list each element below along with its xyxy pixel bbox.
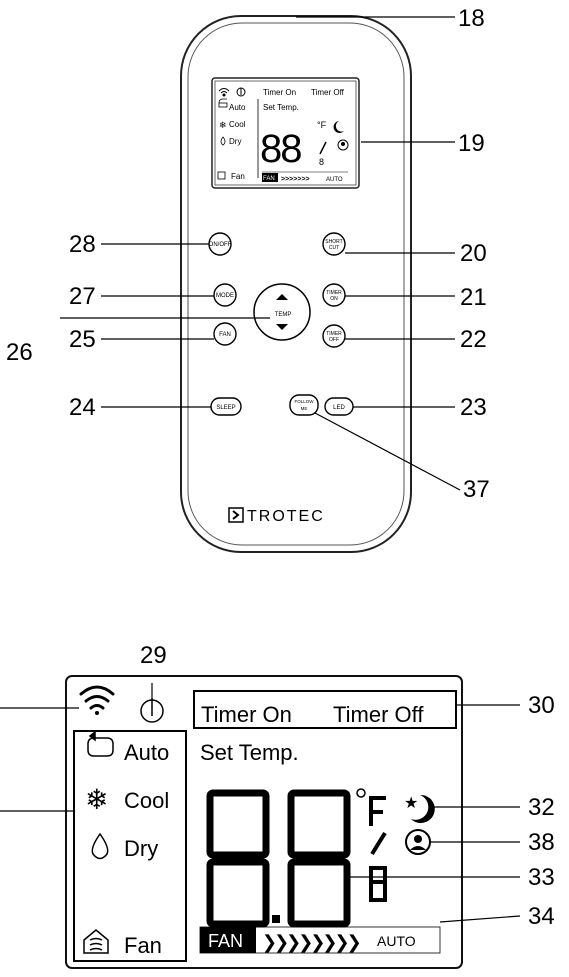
short-cut-button-label-2: CUT bbox=[329, 245, 339, 251]
display-enlarged: Timer On Timer Off Auto ❄ Cool Dry Fan S… bbox=[65, 675, 463, 969]
callout-21: 21 bbox=[460, 284, 487, 311]
fan-button[interactable]: FAN bbox=[213, 322, 237, 346]
display-mode-auto: Auto bbox=[124, 740, 169, 765]
timer-off-button-label-2: OFF bbox=[329, 337, 339, 343]
timer-on-button-label-2: ON bbox=[330, 296, 338, 302]
short-cut-button-label-1: SHORT bbox=[325, 239, 342, 245]
callout-30: 30 bbox=[528, 692, 555, 719]
callout-27: 27 bbox=[69, 283, 96, 310]
follow-me-button[interactable]: FOLLOW ME bbox=[289, 394, 319, 416]
callout-29: 29 bbox=[140, 642, 167, 669]
timer-off-button-label-1: TIMER bbox=[326, 331, 342, 337]
remote-callouts bbox=[60, 16, 461, 491]
lcd-unit-c: 8 bbox=[319, 157, 324, 167]
sleep-button-label: SLEEP bbox=[216, 405, 235, 411]
callout-24: 24 bbox=[69, 394, 96, 421]
display-fan-label: FAN bbox=[208, 931, 243, 951]
display-mode-cool: Cool bbox=[124, 788, 169, 813]
callout-33: 33 bbox=[528, 864, 555, 891]
snowflake-icon: ❄ bbox=[85, 784, 108, 815]
display-set-temp: Set Temp. bbox=[200, 740, 299, 765]
unit-f-segment bbox=[369, 796, 386, 826]
display-callouts bbox=[0, 683, 521, 923]
callout-22: 22 bbox=[460, 326, 487, 353]
callout-37: 37 bbox=[463, 476, 490, 503]
lcd-mode-auto: Auto bbox=[229, 103, 246, 112]
callout-32: 32 bbox=[528, 794, 555, 821]
callout-23: 23 bbox=[460, 394, 487, 421]
temp-rocker-button[interactable]: TEMP bbox=[253, 283, 311, 341]
brand-text: TROTEC bbox=[247, 508, 325, 525]
callout-28: 28 bbox=[69, 231, 96, 258]
timer-on-button[interactable]: TIMER ON bbox=[322, 283, 346, 307]
display-callout-labels: 29 30 32 38 33 34 bbox=[140, 642, 555, 930]
callout-20: 20 bbox=[460, 240, 487, 267]
drop-icon bbox=[91, 832, 109, 860]
lcd-mode-icons: ❄ bbox=[217, 98, 228, 180]
lcd-set-temp: Set Temp. bbox=[263, 103, 299, 112]
svg-text:★: ★ bbox=[404, 795, 418, 812]
follow-me-button-label-1: FOLLOW bbox=[294, 399, 314, 404]
lcd-fan-auto: AUTO bbox=[326, 177, 343, 183]
lcd-mode-cool: Cool bbox=[229, 120, 246, 129]
unit-slash bbox=[370, 831, 387, 856]
short-cut-button[interactable]: SHORT CUT bbox=[322, 232, 346, 256]
follow-me-icon bbox=[405, 829, 431, 855]
svg-text:❄: ❄ bbox=[219, 120, 227, 130]
display-mode-dry: Dry bbox=[124, 836, 158, 861]
mode-button-label: MODE bbox=[216, 293, 234, 299]
display-mode-fan: Fan bbox=[124, 933, 162, 958]
callout-19: 19 bbox=[458, 130, 485, 157]
seven-seg-digits bbox=[206, 789, 351, 928]
lcd-person-icon bbox=[337, 139, 349, 151]
led-button[interactable]: LED bbox=[324, 397, 354, 416]
remote-buttons: ON/OFF SHORT CUT MODE TIMER ON TEMP FAN bbox=[208, 232, 354, 416]
fan-button-label: FAN bbox=[219, 332, 231, 338]
lcd-mode-dry: Dry bbox=[229, 137, 241, 146]
callout-25: 25 bbox=[69, 326, 96, 353]
remote-lcd: Timer On Timer Off Auto Set Temp. Cool D… bbox=[211, 77, 360, 189]
lcd-unit-f: °F bbox=[317, 120, 327, 130]
callout-34: 34 bbox=[528, 903, 555, 930]
callout-18: 18 bbox=[458, 5, 485, 32]
timer-on-button-label-1: TIMER bbox=[326, 290, 342, 296]
fan-mode-icon bbox=[83, 929, 109, 954]
lcd-power-icon bbox=[236, 87, 246, 97]
lcd-fan-mode: Fan bbox=[231, 172, 245, 181]
display-fan-auto: AUTO bbox=[377, 933, 416, 949]
display-auto-icon bbox=[87, 730, 114, 757]
lcd-sleep-icon bbox=[333, 121, 344, 133]
on-off-button-label: ON/OFF bbox=[209, 242, 232, 248]
follow-me-button-label-2: ME bbox=[301, 406, 308, 411]
display-fan-chevrons: ❯❯❯❯❯❯❯❯ bbox=[262, 932, 360, 953]
display-power-icon bbox=[140, 698, 164, 723]
lcd-timer-on: Timer On bbox=[263, 88, 296, 97]
lcd-fan-label: FAN bbox=[263, 176, 275, 182]
temp-button-label: TEMP bbox=[275, 312, 292, 318]
display-timer-on: Timer On bbox=[201, 702, 292, 727]
remote-callout-labels: 18 19 28 20 27 21 25 22 26 24 23 37 bbox=[6, 5, 490, 503]
mode-button[interactable]: MODE bbox=[213, 283, 237, 307]
callout-38: 38 bbox=[528, 829, 555, 856]
brand-logo: TROTEC bbox=[228, 507, 325, 525]
lcd-wifi-icon bbox=[218, 88, 230, 97]
led-button-label: LED bbox=[333, 405, 345, 411]
display-wifi-icon bbox=[79, 685, 115, 715]
decimal-point bbox=[272, 915, 280, 923]
lcd-digits: 88 bbox=[260, 127, 301, 171]
lcd-fan-chevrons: >>>>>>> bbox=[281, 176, 310, 183]
sleep-button[interactable]: SLEEP bbox=[210, 397, 242, 416]
degree-symbol bbox=[356, 788, 366, 798]
sleep-star-moon-icon: ★ bbox=[404, 794, 435, 823]
display-timer-off: Timer Off bbox=[333, 702, 424, 727]
on-off-button[interactable]: ON/OFF bbox=[208, 232, 232, 256]
callout-26: 26 bbox=[6, 339, 33, 366]
lcd-timer-off: Timer Off bbox=[311, 88, 345, 97]
timer-off-button[interactable]: TIMER OFF bbox=[322, 324, 346, 348]
